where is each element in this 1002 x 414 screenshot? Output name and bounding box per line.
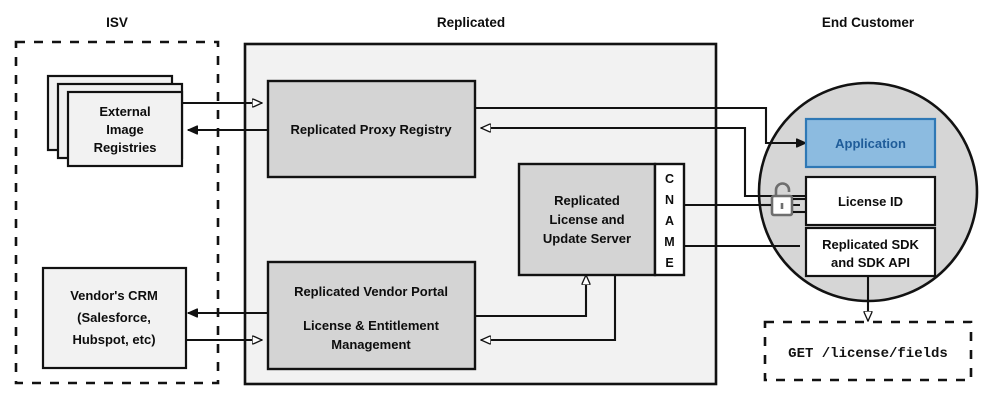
zone-label-replicated: Replicated [437,15,505,30]
node-replicated-sdk[interactable]: Replicated SDK and SDK API [804,226,937,278]
unlock-icon [760,182,806,217]
application-label: Application [835,136,906,151]
license-update-server-line-3: Update Server [543,231,631,246]
cname-letter-1: C [665,172,674,186]
vendors-crm-line-1: Vendor's CRM [70,288,158,303]
vendor-portal-line-1: Replicated Vendor Portal [294,284,448,299]
vendors-crm-box [41,266,188,370]
cname-letter-3: A [665,214,674,228]
license-update-server-box [517,162,657,277]
node-license-id[interactable]: License ID [804,175,937,227]
cname-letter-5: E [665,256,673,270]
node-api-request[interactable]: GET /license/fields [763,320,973,382]
vendors-crm-line-2: (Salesforce, [77,310,151,325]
zone-label-end-customer: End Customer [822,15,915,30]
cname-box [653,162,686,277]
edge-proxy-to-application [475,106,806,143]
node-application[interactable]: Application [804,117,937,169]
node-external-image-registries[interactable]: External Image Registries [46,74,184,168]
cname-letter-4: M [664,235,674,249]
application-box [804,117,937,169]
replicated-sdk-line-1: Replicated SDK [822,237,919,252]
vendor-portal-line-2: License & Entitlement [303,318,439,333]
license-id-label: License ID [838,194,903,209]
node-vendors-crm[interactable]: Vendor's CRM (Salesforce, Hubspot, etc) [41,266,188,370]
edge-license-server-to-portal [481,275,617,340]
edge-portal-to-license-server [475,275,586,318]
stack-layer-front [66,90,184,168]
node-replicated-proxy-registry[interactable]: Replicated Proxy Registry [266,79,477,179]
license-update-server-line-1: Replicated [554,193,620,208]
replicated-sdk-line-2: and SDK API [831,255,910,270]
vendor-portal-box [266,260,477,371]
proxy-registry-box [266,79,477,179]
api-request-boundary [763,320,973,382]
api-request-label: GET /license/fields [788,346,948,362]
cname-letter-2: N [665,193,674,207]
license-id-box [804,175,937,227]
external-image-registries-line-1: External [99,104,150,119]
vendor-portal-line-3: Management [331,337,411,352]
vendors-crm-line-3: Hubspot, etc) [72,332,155,347]
node-license-and-update-server[interactable]: Replicated License and Update Server [517,162,657,277]
node-replicated-vendor-portal[interactable]: Replicated Vendor Portal License & Entit… [266,260,477,371]
zone-label-isv: ISV [106,15,128,30]
replicated-sdk-box [804,226,937,278]
node-cname-endpoint[interactable]: C N A M E [653,162,686,277]
proxy-registry-label: Replicated Proxy Registry [290,122,452,137]
external-image-registries-line-3: Registries [94,140,157,155]
license-update-server-line-2: License and [549,212,624,227]
external-image-registries-line-2: Image [106,122,144,137]
